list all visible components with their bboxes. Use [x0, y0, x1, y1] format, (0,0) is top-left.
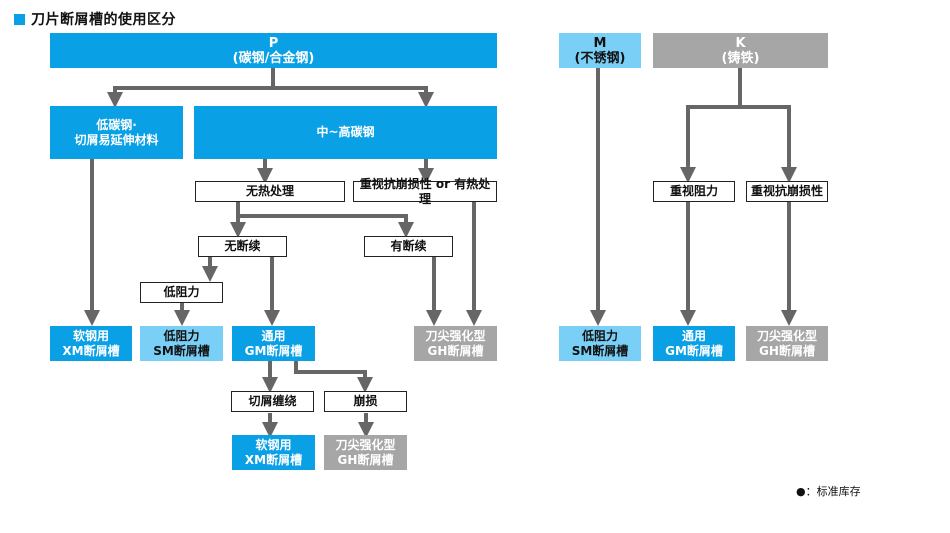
result-gm-line1: 通用	[261, 328, 286, 343]
result-gh-chipping-box: 刀尖强化型 GH断屑槽	[324, 435, 407, 470]
category-m-sub: (不锈钢)	[574, 50, 626, 66]
result-sm-box: 低阻力 SM断屑槽	[140, 326, 223, 361]
page-title: 刀片断屑槽的使用区分	[14, 9, 176, 29]
connector	[740, 105, 797, 183]
result-m-sm-box: 低阻力 SM断屑槽	[559, 326, 641, 361]
with-interruption-box: 有断续	[364, 236, 453, 257]
low-resistance-label: 低阻力	[163, 285, 200, 299]
connector	[294, 361, 373, 393]
k-chipping-label: 重视抗崩损性	[750, 184, 823, 198]
with-interruption-label: 有断续	[390, 239, 427, 253]
result-m-sm-line2: SM断屑槽	[571, 343, 629, 358]
category-k-box: K (铸铁)	[653, 33, 828, 68]
legend-text: ●：标准库存	[796, 485, 861, 498]
result-sm-line1: 低阻力	[163, 328, 200, 343]
result-m-sm-line1: 低阻力	[581, 328, 618, 343]
result-sm-line2: SM断屑槽	[153, 343, 210, 358]
result-k-gm-line2: GM断屑槽	[665, 343, 723, 358]
result-xm-chip-line2: XM断屑槽	[244, 452, 303, 467]
k-resistance-label: 重视阻力	[669, 184, 718, 198]
low-resistance-box: 低阻力	[140, 282, 223, 303]
k-resistance-box: 重视阻力	[653, 181, 735, 202]
result-gh-chipping-line1: 刀尖强化型	[335, 437, 396, 452]
no-interruption-box: 无断续	[198, 236, 287, 257]
title-square-icon	[14, 13, 25, 25]
result-k-gh-line1: 刀尖强化型	[756, 328, 817, 343]
category-k-sub: (铸铁)	[721, 50, 760, 66]
chipping-or-heat-box: 重视抗崩损性 or 有热处理	[353, 177, 497, 206]
chipping-or-heat-label: 重视抗崩损性 or 有热处理	[359, 176, 491, 206]
result-xm-box: 软钢用 XM断屑槽	[50, 326, 132, 361]
result-k-gm-box: 通用 GM断屑槽	[653, 326, 735, 361]
mid-high-carbon-label: 中~高碳钢	[316, 125, 375, 139]
no-heat-treatment-box: 无热处理	[195, 181, 345, 202]
legend: ●：标准库存	[796, 483, 861, 499]
result-gh-line2: GH断屑槽	[427, 343, 484, 358]
result-k-gh-line2: GH断屑槽	[759, 343, 815, 358]
result-gh-chipping-line2: GH断屑槽	[337, 452, 394, 467]
chipping-box: 崩损	[324, 391, 407, 412]
result-xm-line1: 软钢用	[72, 328, 109, 343]
category-p-label: P	[268, 35, 279, 51]
category-m-label: M	[593, 35, 607, 51]
k-chipping-box: 重视抗崩损性	[746, 181, 828, 202]
result-k-gh-box: 刀尖强化型 GH断屑槽	[746, 326, 828, 361]
chip-wrap-label: 切屑缠绕	[248, 394, 297, 408]
result-xm-line2: XM断屑槽	[62, 343, 120, 358]
mid-high-carbon-box: 中~高碳钢	[194, 106, 497, 159]
result-gh-line1: 刀尖强化型	[425, 328, 486, 343]
low-carbon-line2: 切屑易延伸材料	[74, 132, 159, 147]
category-k-label: K	[735, 35, 746, 51]
no-interruption-label: 无断续	[224, 239, 261, 253]
category-m-box: M (不锈钢)	[559, 33, 641, 68]
category-p-box: P (碳钢/合金钢)	[50, 33, 497, 68]
result-gh-box: 刀尖强化型 GH断屑槽	[414, 326, 497, 361]
connector	[107, 68, 275, 108]
connector	[238, 214, 414, 238]
chipping-label: 崩损	[353, 394, 378, 408]
result-k-gm-line1: 通用	[681, 328, 706, 343]
result-xm-chip-box: 软钢用 XM断屑槽	[232, 435, 315, 470]
connector	[273, 86, 434, 108]
category-p-sub: (碳钢/合金钢)	[232, 50, 315, 66]
low-carbon-line1: 低碳钢·	[96, 117, 137, 132]
result-gm-line2: GM断屑槽	[244, 343, 303, 358]
low-carbon-box: 低碳钢· 切屑易延伸材料	[50, 106, 183, 159]
chip-wrap-box: 切屑缠绕	[231, 391, 314, 412]
result-gm-box: 通用 GM断屑槽	[232, 326, 315, 361]
connector	[680, 68, 742, 183]
title-text: 刀片断屑槽的使用区分	[31, 12, 176, 28]
no-heat-treatment-label: 无热处理	[245, 184, 294, 198]
result-xm-chip-line1: 软钢用	[255, 437, 292, 452]
